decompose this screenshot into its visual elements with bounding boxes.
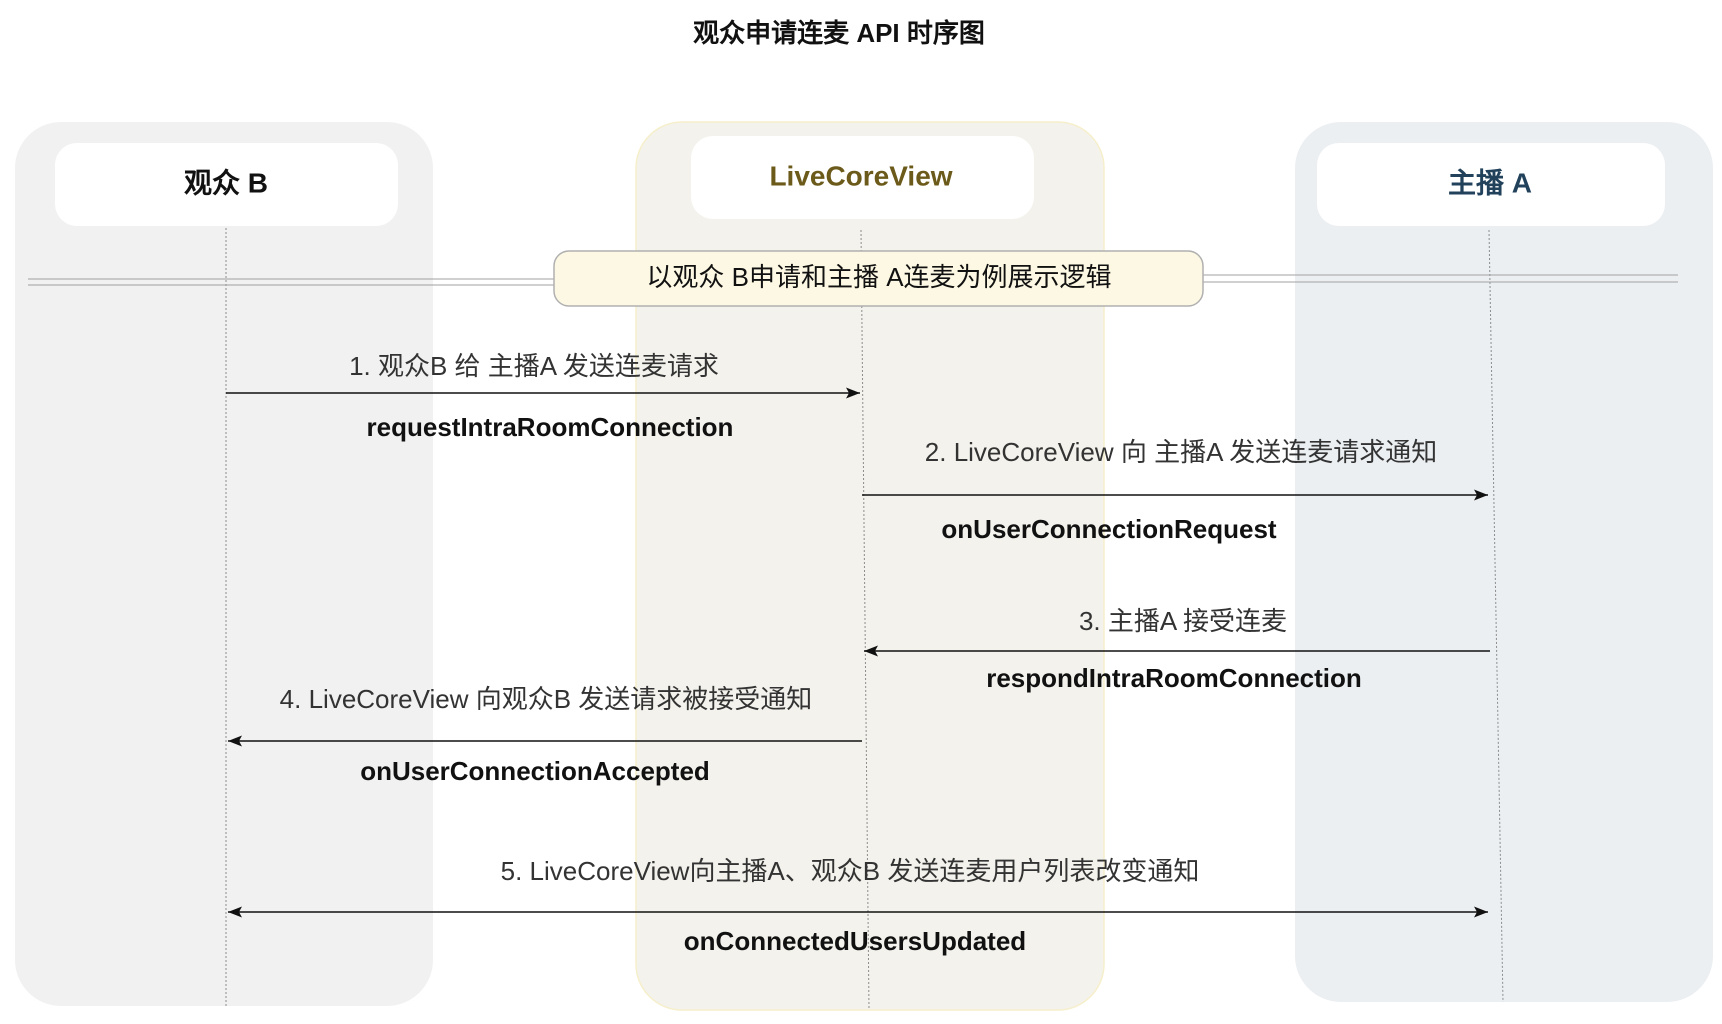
message-5-method: onConnectedUsersUpdated: [684, 926, 1026, 956]
message-1-method: requestIntraRoomConnection: [367, 412, 734, 442]
lane-viewer-b: [15, 122, 433, 1006]
message-2-method: onUserConnectionRequest: [941, 514, 1276, 544]
message-4-label: 4. LiveCoreView 向观众B 发送请求被接受通知: [280, 684, 813, 714]
message-3-label: 3. 主播A 接受连麦: [1079, 606, 1287, 636]
message-4: 4. LiveCoreView 向观众B 发送请求被接受通知 onUserCon…: [228, 684, 862, 786]
message-5: 5. LiveCoreView向主播A、观众B 发送连麦用户列表改变通知 onC…: [228, 856, 1488, 956]
message-5-label: 5. LiveCoreView向主播A、观众B 发送连麦用户列表改变通知: [501, 856, 1200, 886]
message-4-method: onUserConnectionAccepted: [360, 756, 710, 786]
participant-header-livecoreview: LiveCoreView: [691, 136, 1034, 219]
participant-name-viewer-b: 观众 B: [184, 167, 268, 198]
divider-double-line: [28, 274, 1678, 286]
lifeline-anchor-a: [1488, 229, 1504, 1003]
participant-header-anchor-a: 主播 A: [1317, 143, 1665, 226]
participant-name-anchor-a: 主播 A: [1448, 167, 1532, 198]
message-1: 1. 观众B 给 主播A 发送连麦请求 requestIntraRoomConn…: [226, 351, 860, 442]
message-3: 3. 主播A 接受连麦 respondIntraRoomConnection: [864, 606, 1490, 693]
participant-header-viewer-b: 观众 B: [55, 143, 398, 226]
message-2-label: 2. LiveCoreView 向 主播A 发送连麦请求通知: [925, 437, 1437, 467]
diagram-title: 观众申请连麦 API 时序图: [693, 18, 985, 48]
message-1-label: 1. 观众B 给 主播A 发送连麦请求: [349, 351, 719, 381]
lane-anchor-a: [1295, 122, 1713, 1002]
participant-name-livecoreview: LiveCoreView: [769, 160, 952, 191]
scenario-note-text: 以观众 B申请和主播 A连麦为例展示逻辑: [646, 262, 1111, 292]
message-3-method: respondIntraRoomConnection: [986, 663, 1362, 693]
scenario-note: 以观众 B申请和主播 A连麦为例展示逻辑: [553, 250, 1204, 307]
lane-livecoreview: [635, 121, 1105, 1011]
message-2: 2. LiveCoreView 向 主播A 发送连麦请求通知 onUserCon…: [862, 437, 1488, 544]
